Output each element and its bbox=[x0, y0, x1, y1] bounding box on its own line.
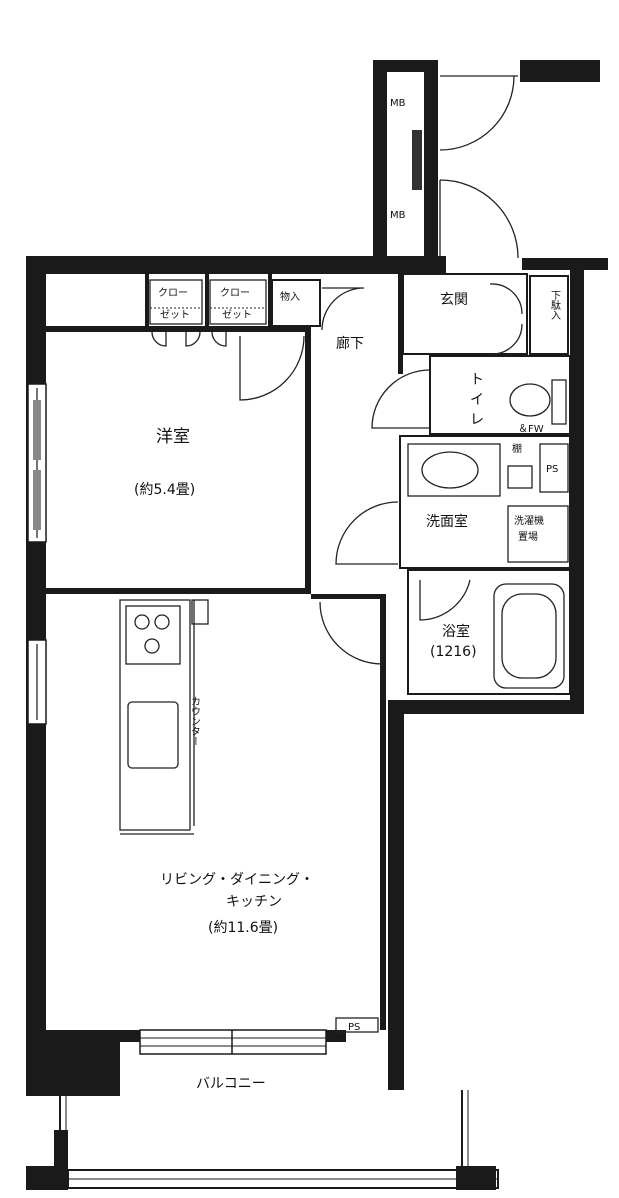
spw-label: ＆FW bbox=[518, 424, 544, 435]
mb-label-2: MB bbox=[390, 210, 406, 221]
genkan-label: 玄関 bbox=[440, 291, 468, 308]
senmenjo-label: 洗面室 bbox=[426, 513, 468, 530]
fixtures bbox=[119, 130, 569, 1033]
toilet-label-3: レ bbox=[470, 412, 484, 428]
yoshitsu-label: 洋室 bbox=[156, 427, 190, 447]
balcony-railing bbox=[59, 1090, 499, 1189]
yoshitsu-size: (約5.4畳) bbox=[134, 482, 195, 498]
doors bbox=[151, 75, 523, 665]
ldk-size: (約11.6畳) bbox=[208, 920, 278, 936]
yokushitsu-label: 浴室 bbox=[442, 623, 470, 640]
closet-label-2b: ゼット bbox=[222, 309, 252, 321]
left-windows bbox=[27, 383, 47, 725]
mb-label-1: MB bbox=[390, 98, 406, 109]
washer-label-2: 置場 bbox=[518, 530, 538, 543]
interior-walls bbox=[46, 273, 571, 1030]
ps-bottom-label: PS bbox=[348, 1022, 360, 1033]
corridor-label: 廊下 bbox=[336, 335, 364, 352]
washer-label-1: 洗濯機 bbox=[514, 514, 544, 527]
toilet-label-2: イ bbox=[470, 392, 484, 408]
closet-label-2a: クロー bbox=[220, 287, 250, 299]
ldk-label-1: リビング・ダイニング・ bbox=[160, 872, 314, 888]
bath-size-label: (1216) bbox=[430, 644, 477, 660]
closet-label-1b: ゼット bbox=[160, 309, 190, 321]
toilet-label-1: ト bbox=[470, 372, 484, 388]
balcony-label: バルコニー bbox=[196, 1076, 266, 1092]
shoe-box-label: 下駄入 bbox=[549, 290, 561, 320]
exterior-walls bbox=[26, 60, 608, 1190]
ps-top-label: PS bbox=[546, 464, 558, 475]
ldk-label-2: キッチン bbox=[226, 894, 282, 910]
balcony-door bbox=[139, 1029, 327, 1055]
storage-label: 物入 bbox=[280, 290, 300, 303]
counter-label: カウンター bbox=[189, 696, 201, 746]
tana-label: 棚 bbox=[512, 442, 522, 455]
room-labels: MB MB クロー ゼット クロー ゼット 物入 玄関 下駄入 廊下 ト イ レ… bbox=[134, 98, 561, 1092]
closet-fronts bbox=[149, 279, 267, 325]
closet-label-1a: クロー bbox=[158, 287, 188, 299]
